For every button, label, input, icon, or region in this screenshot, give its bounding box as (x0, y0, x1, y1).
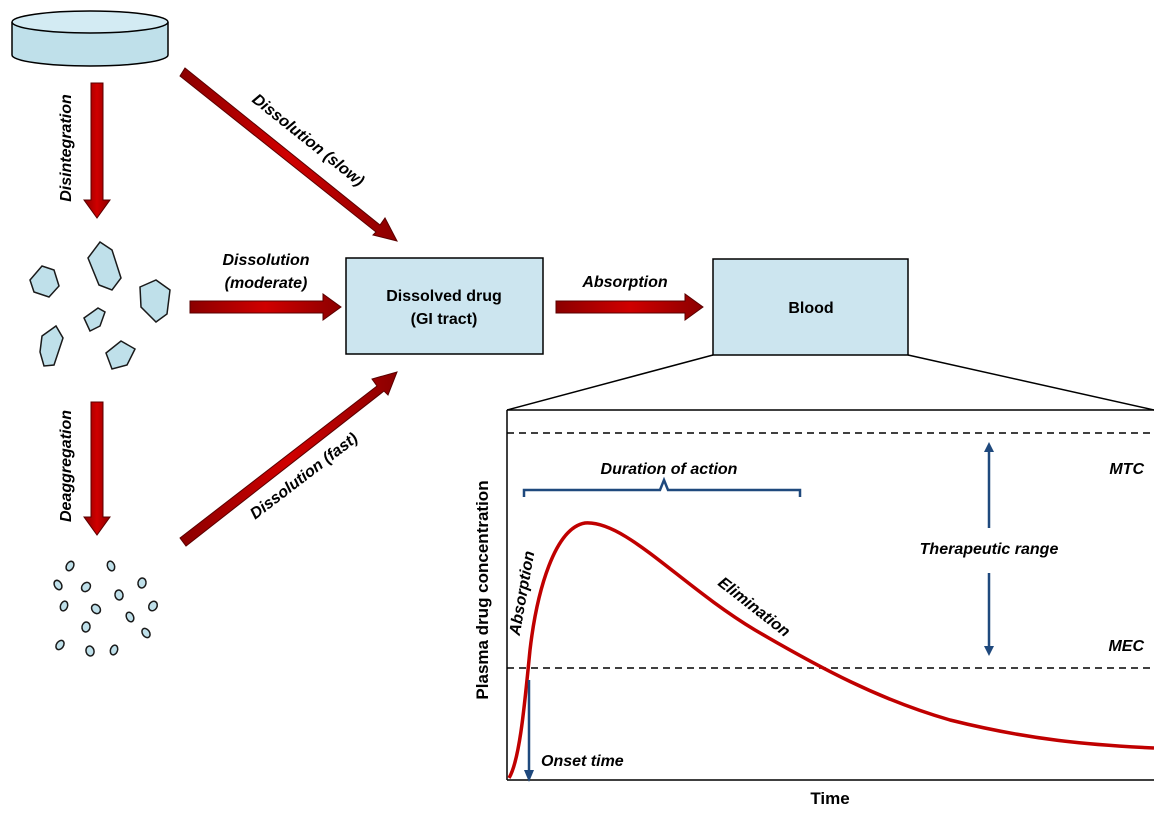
dissolution-fast-arrow (179, 371, 398, 547)
absorption-arrow (555, 293, 704, 321)
dissolved-drug-box: Dissolved drug (GI tract) (345, 257, 544, 355)
absorption-arrow-label: Absorption (581, 274, 668, 291)
onset-time-label: Onset time (541, 753, 624, 770)
zoom-line-left (506, 354, 714, 411)
deaggregation-arrow (83, 401, 111, 536)
mec-label: MEC (1108, 638, 1144, 655)
dissolution-moderate-arrow (189, 293, 342, 321)
disintegration-arrow (83, 82, 111, 219)
dissolved-drug-label-line2: (GI tract) (411, 311, 478, 328)
onset-time-pointer (524, 680, 534, 782)
therapeutic-range-arrow (984, 442, 994, 656)
duration-brace (522, 476, 802, 497)
zoom-line-right (907, 354, 1154, 411)
deaggregation-label: Deaggregation (58, 410, 75, 522)
dissolution-moderate-label-line2: (moderate) (225, 275, 308, 292)
mtc-label: MTC (1109, 461, 1144, 478)
concentration-curve (507, 521, 1154, 779)
x-axis-title: Time (810, 789, 849, 808)
dissolution-moderate-label-line1: Dissolution (222, 252, 309, 269)
dissolution-slow-arrow (179, 67, 398, 242)
duration-of-action-label: Duration of action (601, 461, 738, 478)
dissolved-drug-label-line1: Dissolved drug (386, 288, 502, 305)
blood-box: Blood (712, 258, 909, 356)
tablet-icon (11, 10, 169, 67)
y-axis-title: Plasma drug concentration (473, 480, 492, 699)
granules-icon (29, 240, 171, 370)
therapeutic-range-label: Therapeutic range (920, 541, 1059, 558)
fine-particles-icon (53, 560, 159, 657)
disintegration-label: Disintegration (58, 94, 75, 202)
blood-label: Blood (788, 300, 833, 317)
